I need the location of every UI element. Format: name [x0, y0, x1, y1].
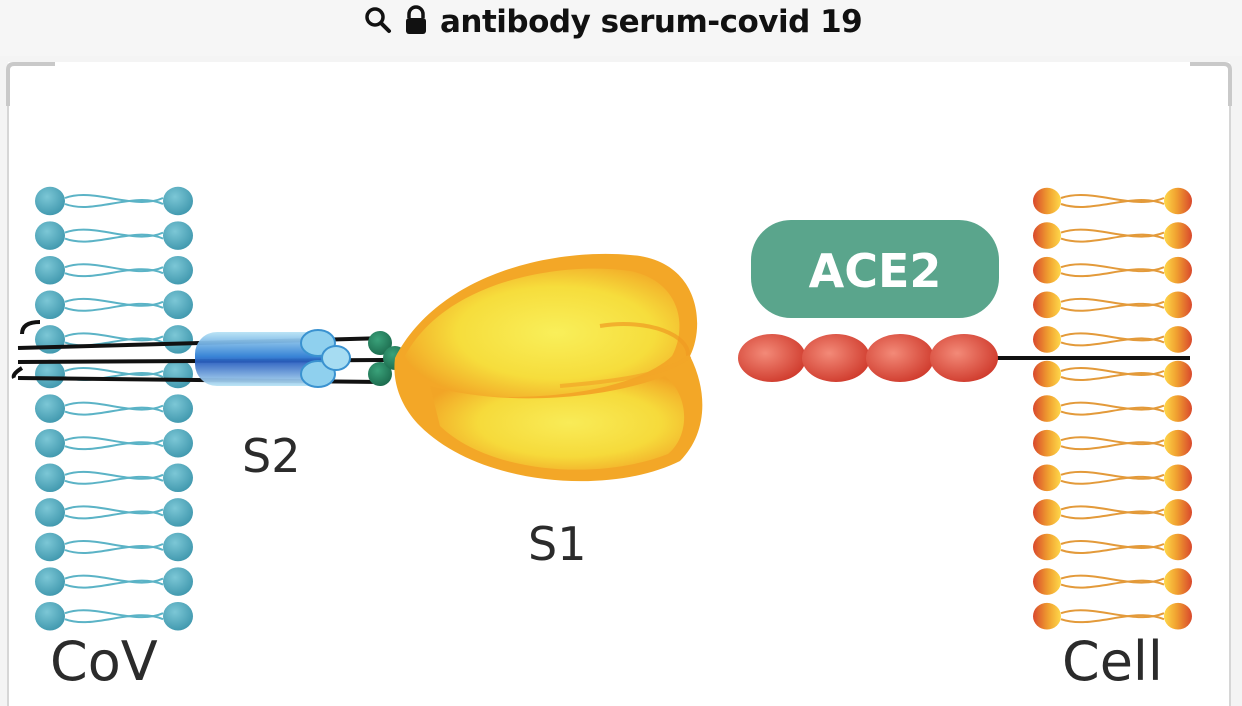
- lipid-head: [1164, 602, 1192, 630]
- lipid-head: [163, 221, 193, 250]
- lipid-head: [35, 186, 65, 216]
- lipid-tail: [1060, 545, 1165, 554]
- s1-label: S1: [528, 517, 586, 571]
- lipid-tail: [64, 579, 164, 589]
- ace2-receptor: [738, 334, 1190, 382]
- lipid-head: [163, 463, 193, 493]
- lipid-head: [35, 428, 65, 458]
- address-bar-content: antibody serum-covid 19: [364, 2, 863, 42]
- lipid-head: [1033, 602, 1061, 630]
- lipid-head: [1164, 429, 1192, 457]
- frame-corner-top-right: [1190, 62, 1232, 106]
- lipid-head: [163, 601, 193, 631]
- lipid-head: [35, 394, 65, 423]
- url-text[interactable]: antibody serum-covid 19: [440, 4, 863, 40]
- lipid-tail: [1060, 510, 1165, 520]
- ace2-bead: [930, 334, 998, 382]
- lipid-head: [1033, 291, 1061, 319]
- frame-corner-top-left: [6, 62, 55, 106]
- lipid-head: [1033, 360, 1061, 388]
- image-viewer-frame: ACE2 S2 S1 CoV Cell: [0, 56, 1242, 706]
- lipid-head: [1033, 464, 1061, 492]
- lipid-tail: [1060, 233, 1165, 243]
- lipid-head: [1033, 568, 1061, 595]
- lipid-head: [1164, 499, 1192, 526]
- lipid-tail: [64, 510, 164, 520]
- spike-ace2-diagram: ACE2 S2 S1 CoV Cell: [6, 62, 1232, 706]
- lipid-head: [163, 359, 193, 389]
- lipid-tail: [1060, 268, 1165, 278]
- lipid-head: [1164, 187, 1192, 215]
- lipid-tail: [64, 441, 164, 451]
- ace2-bead: [802, 334, 870, 382]
- lipid-head: [163, 428, 193, 458]
- lipid-tail: [1060, 337, 1165, 347]
- lipid-head: [35, 601, 65, 631]
- search-icon[interactable]: [364, 6, 392, 39]
- lipid-tail: [64, 545, 164, 554]
- lipid-tail: [64, 302, 164, 312]
- lipid-head: [35, 532, 65, 562]
- lipid-head: [35, 221, 65, 250]
- ace2-badge: [751, 220, 999, 318]
- ace2-bead: [866, 334, 934, 382]
- lipid-head: [35, 359, 65, 389]
- lipid-tail: [1060, 302, 1165, 312]
- lipid-tail: [1060, 614, 1165, 624]
- lipid-head: [1033, 395, 1061, 422]
- lipid-head: [163, 325, 193, 354]
- lipid-head: [1164, 291, 1192, 319]
- lipid-head: [163, 532, 193, 562]
- lipid-tail: [64, 199, 164, 208]
- lipid-head: [1033, 187, 1061, 215]
- lipid-head: [1164, 568, 1192, 595]
- lipid-tail: [1060, 372, 1165, 381]
- virus-membrane: [35, 186, 193, 631]
- lipid-tail: [64, 475, 164, 485]
- ace2-label: ACE2: [809, 244, 942, 298]
- lipid-head: [1033, 429, 1061, 457]
- lipid-tail: [1060, 441, 1165, 451]
- cov-label: CoV: [50, 630, 158, 693]
- lipid-head: [35, 498, 65, 527]
- s2-subunit: [195, 329, 407, 388]
- lipid-head: [1164, 326, 1192, 353]
- lipid-head: [1033, 256, 1061, 284]
- lock-icon: [404, 4, 428, 40]
- lipid-head: [1164, 464, 1192, 492]
- lipid-head: [163, 290, 193, 320]
- cell-membrane: [1033, 187, 1192, 630]
- lipid-head: [1033, 533, 1061, 561]
- s1-subunit: [394, 253, 703, 482]
- lipid-head: [163, 567, 193, 596]
- lipid-head: [1033, 222, 1061, 249]
- lipid-head: [1164, 256, 1192, 284]
- lipid-head: [1033, 326, 1061, 353]
- lipid-head: [1164, 222, 1192, 249]
- lipid-head: [1164, 533, 1192, 561]
- lipid-tail: [1060, 475, 1165, 485]
- lipid-head: [35, 463, 65, 493]
- s2-label: S2: [242, 429, 300, 483]
- lipid-tail: [64, 268, 164, 278]
- lipid-head: [35, 255, 65, 285]
- cell-label: Cell: [1062, 630, 1163, 693]
- lipid-tail: [64, 406, 164, 416]
- ace2-bead: [738, 334, 806, 382]
- lipid-tail: [1060, 406, 1165, 416]
- lipid-head: [35, 567, 65, 596]
- lipid-tail: [64, 233, 164, 243]
- lipid-head: [1164, 360, 1192, 388]
- address-bar[interactable]: antibody serum-covid 19: [0, 0, 1242, 56]
- lipid-tail: [1060, 199, 1165, 208]
- lipid-head: [163, 255, 193, 285]
- lipid-head: [1164, 395, 1192, 422]
- lipid-head: [163, 186, 193, 216]
- lipid-tail: [1060, 579, 1165, 589]
- lipid-head: [163, 394, 193, 423]
- lipid-tail: [64, 614, 164, 624]
- lipid-head: [35, 290, 65, 320]
- lipid-head: [1033, 499, 1061, 526]
- lipid-head: [163, 498, 193, 527]
